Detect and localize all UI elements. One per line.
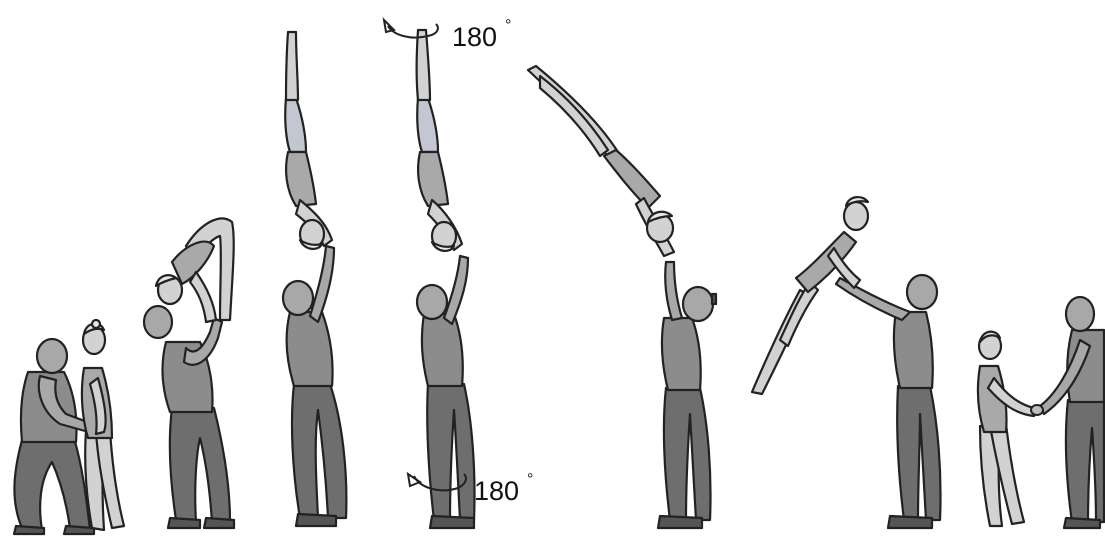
frame-1-flyer-partner [82,320,124,530]
frame-7-flyer-partner [978,332,1034,526]
frame-4-flyer-partner [417,30,463,251]
frame-5-tilt-forward [528,66,716,528]
rotation-unit-bottom: ° [527,471,533,488]
frame-4-handstand-turn: 180 ° 180 ° [384,17,533,528]
frame-6-base-partner [836,275,941,528]
frame-6-flyer-partner [752,197,868,394]
frame-5-flyer-partner [528,66,674,256]
frame-7-finish [978,297,1104,528]
rotation-label-top: 180 [452,22,497,52]
frame-3-base-partner [283,246,346,526]
frame-2-base-partner [144,306,234,528]
joined-hands [1031,405,1043,415]
rotation-unit-top: ° [505,17,511,34]
frame-3-flyer-partner [285,32,332,249]
frame-7-base-partner [1040,297,1104,528]
frame-2-flyer-partner [156,218,234,322]
rotation-label-bottom: 180 [474,476,519,506]
frame-5-base-partner [658,262,716,528]
frame-1-start [14,320,124,534]
rotation-arrow-top [384,20,438,38]
frame-6-dive-catch [752,197,941,528]
frame-3-handstand [283,32,346,526]
frame-2-dip-swing [144,218,234,528]
